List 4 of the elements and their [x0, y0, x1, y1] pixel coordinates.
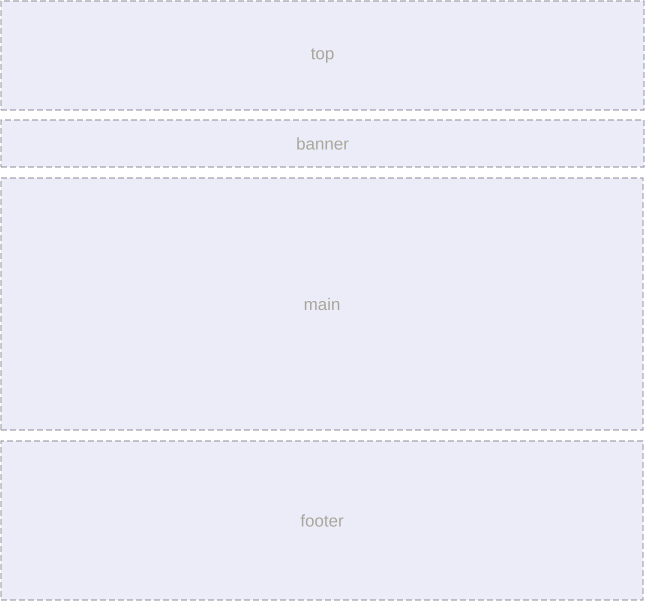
layout-region: top	[0, 0, 644, 110]
layout-region: footer	[0, 440, 644, 600]
layout-region: banner	[0, 120, 644, 168]
layout-region: main	[0, 178, 644, 430]
